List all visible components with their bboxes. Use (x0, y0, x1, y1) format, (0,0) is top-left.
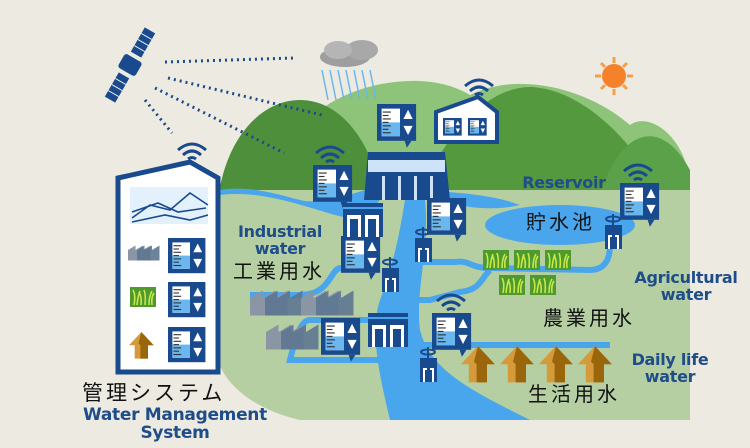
rain-cloud-icon (320, 40, 378, 101)
industrial-label-jp: 工業用水 (233, 259, 325, 283)
management-label-en-1: Water Management (83, 405, 267, 425)
signal-lines (143, 56, 323, 155)
reservoir-label-jp: 貯水池 (526, 210, 595, 234)
industrial-label-en-2: water (254, 239, 306, 258)
daily-label-en-2: water (644, 367, 696, 386)
management-label-jp: 管理システム (82, 381, 226, 405)
industrial-label-en-1: Industrial (237, 222, 323, 241)
agricultural-label-en-2: water (660, 285, 712, 304)
sun-icon (595, 57, 633, 95)
daily-label-jp: 生活用水 (528, 382, 620, 406)
agricultural-label-en-1: Agricultural (634, 268, 738, 287)
daily-label-en-1: Daily life (631, 350, 709, 369)
agricultural-label-jp: 農業用水 (543, 306, 635, 330)
reservoir-water (485, 205, 635, 245)
satellite-icon (104, 27, 156, 103)
reservoir-label-en: Reservoir (522, 173, 606, 192)
house-station (434, 94, 499, 144)
management-label-en-2: System (140, 423, 210, 443)
dam (364, 152, 450, 200)
